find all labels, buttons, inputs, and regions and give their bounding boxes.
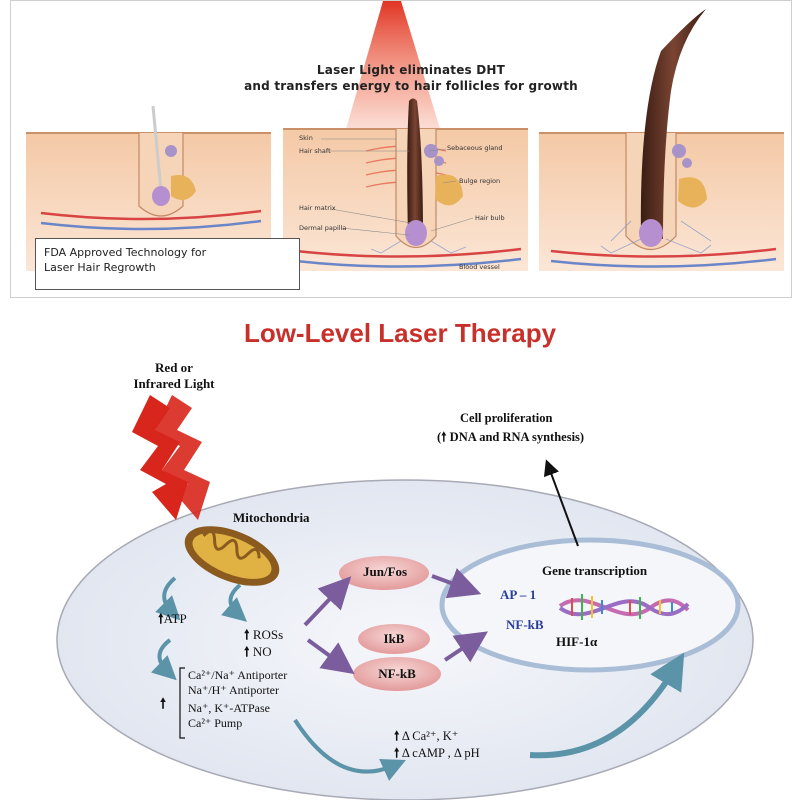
cell-proliferation-line2-wrap: (🠕 DNA and RNA synthesis) bbox=[437, 430, 585, 444]
hair-follicle-panel: Laser Light eliminates DHT and transfers… bbox=[10, 0, 792, 298]
ap1-label: AP – 1 bbox=[500, 587, 537, 602]
ion-item-1: Ca²⁺/Na⁺ Antiporter bbox=[188, 668, 288, 682]
cell-proliferation-line1: Cell proliferation bbox=[460, 411, 553, 425]
nucleus-nfkb-label: NF-kB bbox=[506, 617, 544, 632]
atp-label-wrap: 🠕ATP bbox=[158, 610, 187, 632]
label-bulge-region: Bulge region bbox=[459, 177, 501, 185]
up-arrow-icon: 🠕 bbox=[158, 611, 164, 626]
jun-fos-label: Jun/Fos bbox=[363, 564, 408, 579]
panel-title-line1: Laser Light eliminates DHT bbox=[316, 63, 506, 77]
label-sebaceous-gland: Sebaceous gland bbox=[447, 144, 503, 152]
delta-line1: Δ Ca²⁺, K⁺ bbox=[401, 729, 459, 743]
gene-transcription-label: Gene transcription bbox=[542, 563, 648, 578]
lightning-bolt-2 bbox=[154, 395, 210, 520]
panel-title-line2: and transfers energy to hair follicles f… bbox=[244, 79, 578, 93]
ion-item-4: Ca²⁺ Pump bbox=[188, 716, 243, 730]
arrow-nfkb-to-nucleus bbox=[443, 631, 488, 663]
arrow-to-junfos bbox=[303, 576, 352, 627]
fda-approved-box: FDA Approved Technology for Laser Hair R… bbox=[35, 238, 300, 290]
up-arrow-icon: 🠕 bbox=[394, 729, 400, 743]
no-label-wrap: 🠕 NO bbox=[244, 643, 272, 665]
dna-helix-icon bbox=[558, 594, 690, 620]
up-arrow-icon: 🠕 bbox=[244, 644, 250, 659]
fda-line2: Laser Hair Regrowth bbox=[44, 261, 156, 274]
ikb-node bbox=[358, 624, 430, 654]
arrow-to-nfkb bbox=[306, 638, 355, 675]
diagram-title: Low-Level Laser Therapy bbox=[243, 318, 557, 348]
light-source-label: Red or Infrared Light bbox=[118, 360, 230, 392]
fda-line1: FDA Approved Technology for bbox=[44, 246, 207, 259]
arrow-to-proliferation bbox=[543, 459, 579, 547]
ion-item-3: Na⁺, K⁺-ATPase bbox=[188, 701, 270, 715]
hair-follicle-illustration bbox=[26, 1, 784, 271]
mitochondria-label: Mitochondria bbox=[233, 510, 310, 525]
delta-line2: Δ cAMP , Δ pH bbox=[401, 746, 480, 760]
no-label: NO bbox=[252, 644, 272, 659]
label-blood-vessel: Blood vessel bbox=[459, 263, 500, 271]
label-hair-matrix: Hair matrix bbox=[299, 204, 336, 212]
up-arrow-icon: 🠕 bbox=[160, 697, 167, 712]
nfkb-node bbox=[353, 657, 441, 691]
light-line1: Red or bbox=[155, 360, 193, 375]
lightning-bolt-1 bbox=[132, 395, 188, 520]
label-skin: Skin bbox=[299, 134, 313, 142]
delta-line2-wrap: 🠕 Δ cAMP , Δ pH bbox=[394, 744, 480, 765]
hif-label: HIF-1α bbox=[556, 634, 598, 649]
nucleus bbox=[439, 537, 741, 673]
cell-proliferation-line2: DNA and RNA synthesis) bbox=[449, 430, 585, 444]
nfkb-label: NF-kB bbox=[378, 666, 416, 681]
ros-label-wrap: 🠕 ROSs bbox=[244, 626, 283, 648]
ros-label: ROSs bbox=[252, 627, 284, 642]
label-hair-bulb: Hair bulb bbox=[475, 214, 505, 222]
delta-line1-wrap: 🠕 Δ Ca²⁺, K⁺ bbox=[394, 727, 458, 748]
ion-transport-list: Ca²⁺/Na⁺ Antiporter Na⁺/H⁺ Antiporter Na… bbox=[188, 668, 287, 731]
light-line2: Infrared Light bbox=[133, 376, 215, 391]
up-arrow-icon: 🠕 bbox=[244, 627, 250, 642]
label-hair-shaft: Hair shaft bbox=[299, 147, 331, 155]
ikb-label: IkB bbox=[383, 631, 405, 646]
atp-label: ATP bbox=[163, 611, 187, 626]
arrow-junfos-to-nucleus bbox=[431, 568, 482, 599]
jun-fos-node bbox=[339, 556, 429, 590]
up-arrow-icon: 🠕 bbox=[441, 430, 447, 444]
mitochondria-icon bbox=[184, 526, 280, 586]
ion-item-2: Na⁺/H⁺ Antiporter bbox=[188, 683, 279, 697]
up-arrow-icon: 🠕 bbox=[394, 746, 400, 760]
label-dermal-papilla: Dermal papilla bbox=[299, 224, 347, 232]
